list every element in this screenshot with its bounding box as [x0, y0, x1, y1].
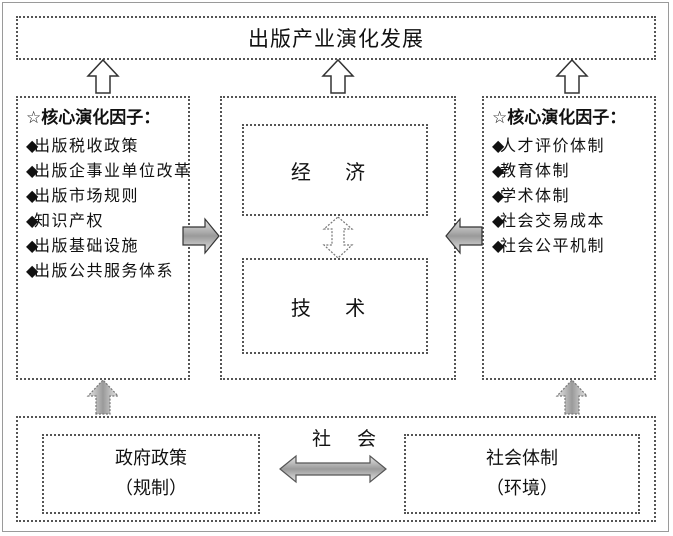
- right-factor-item: ◆教育体制: [492, 161, 571, 180]
- left-factor-item: ◆出版企事业单位改革: [26, 161, 192, 180]
- right-factor-item: ◆社会公平机制: [492, 236, 606, 255]
- social-system-box: 社会体制 （环境）: [404, 434, 640, 514]
- technology-box: 技 术: [242, 258, 428, 354]
- right-factor-item: ◆学术体制: [492, 186, 571, 205]
- left-factor-item: ◆出版公共服务体系: [26, 261, 175, 280]
- left-factor-item: ◆知识产权: [26, 211, 105, 230]
- right-panel-heading: ☆核心演化因子：: [492, 108, 627, 128]
- gov-policy-sublabel: （规制）: [115, 478, 187, 499]
- right-factor-item: ◆人才评价体制: [492, 136, 606, 155]
- social-system-sublabel: （环境）: [486, 478, 558, 499]
- top-title: 出版产业演化发展: [248, 27, 424, 51]
- society-panel: 社 会 政府政策 （规制） 社会体制 （环境）: [16, 416, 656, 522]
- economy-box: 经 济: [242, 124, 428, 216]
- right-factor-panel: ☆核心演化因子： ◆人才评价体制 ◆教育体制 ◆学术体制 ◆社会交易成本 ◆社会…: [482, 96, 656, 380]
- gov-policy-box: 政府政策 （规制）: [42, 434, 260, 514]
- center-panel: 经 济 技 术: [220, 96, 456, 380]
- society-label: 社 会: [312, 428, 387, 450]
- gov-policy-label: 政府政策: [115, 448, 187, 469]
- right-factor-item: ◆社会交易成本: [492, 211, 606, 230]
- left-factor-item: ◆出版税收政策: [26, 136, 140, 155]
- left-panel-heading: ☆核心演化因子：: [26, 108, 161, 128]
- economy-label: 经 济: [290, 159, 380, 184]
- technology-label: 技 术: [290, 295, 380, 320]
- social-system-label: 社会体制: [486, 448, 558, 469]
- left-factor-item: ◆出版基础设施: [26, 236, 140, 255]
- top-box: 出版产业演化发展: [16, 16, 656, 60]
- left-factor-item: ◆出版市场规则: [26, 186, 140, 205]
- left-factor-panel: ☆核心演化因子： ◆出版税收政策 ◆出版企事业单位改革 ◆出版市场规则 ◆知识产…: [16, 96, 190, 380]
